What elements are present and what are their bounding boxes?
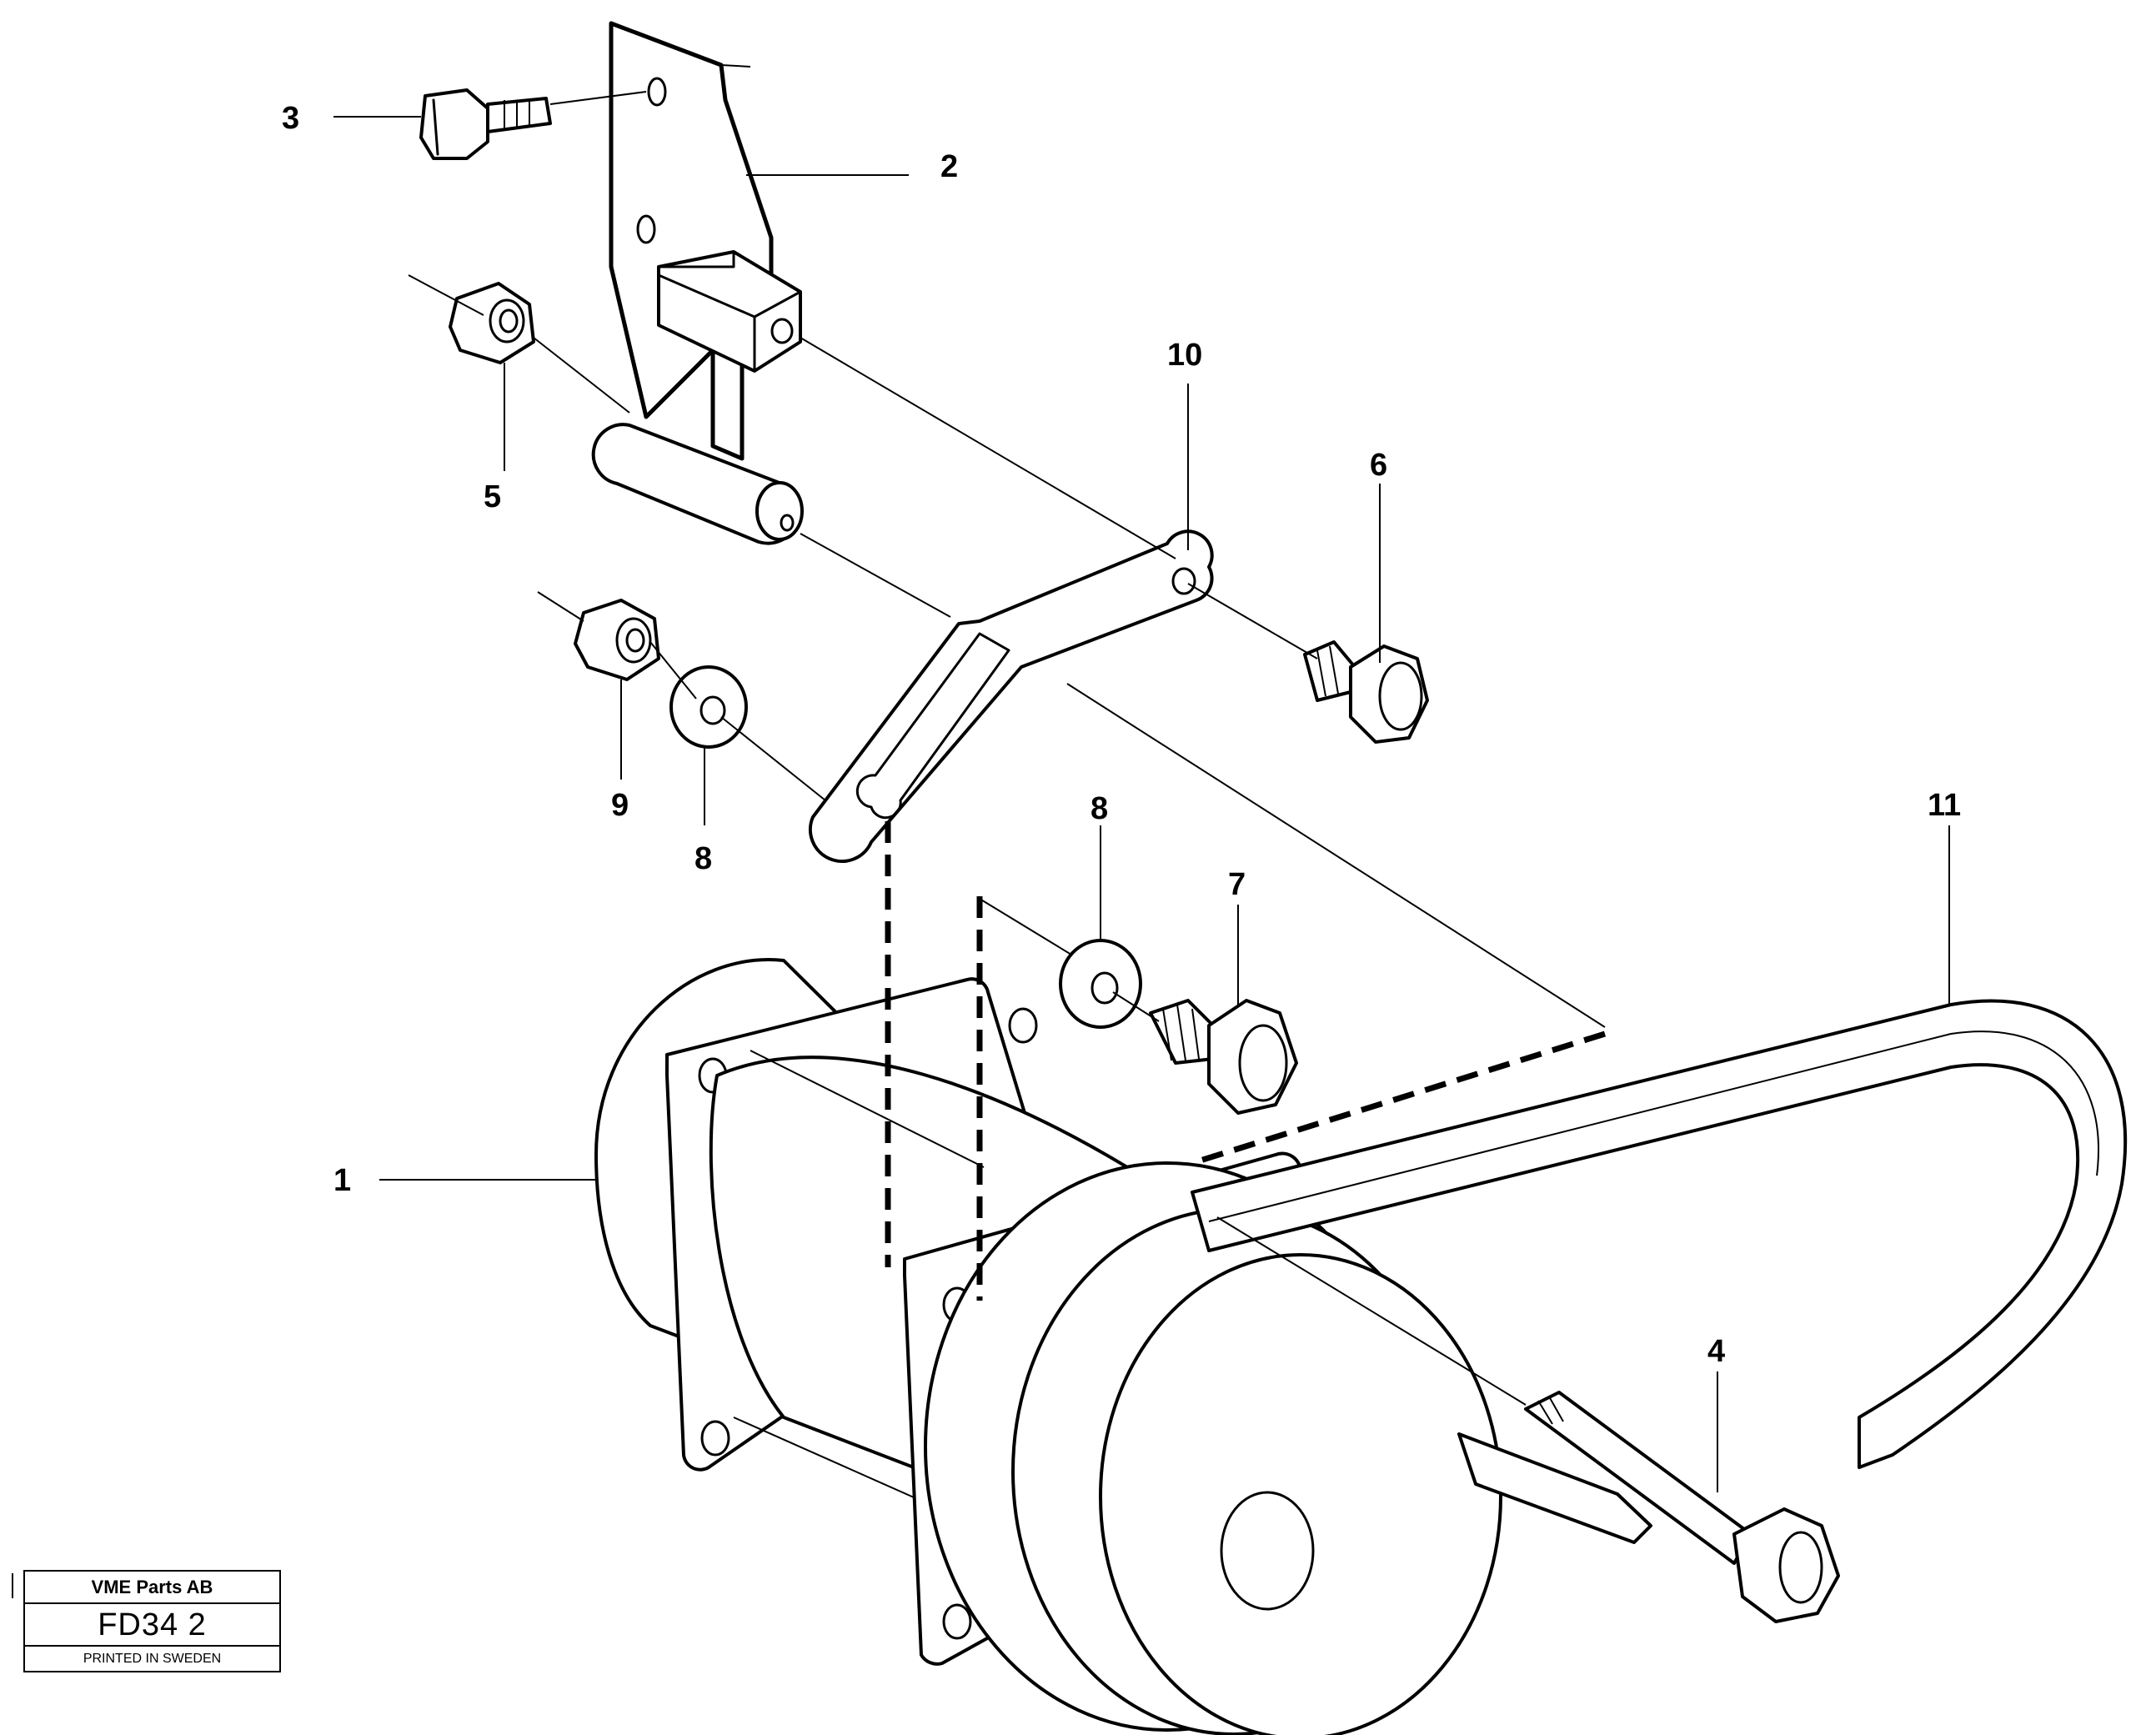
- washer-part-8-upper: [669, 665, 748, 749]
- label-part-6: 6: [1370, 448, 1387, 483]
- callout-leaders: [333, 116, 1950, 1492]
- washer-part-8-lower: [1059, 939, 1142, 1029]
- label-part-4: 4: [1707, 1334, 1725, 1369]
- compressor-part-1: [594, 958, 1652, 1735]
- label-part-10: 10: [1167, 338, 1202, 373]
- v-belt-part-11: [1191, 999, 2128, 1469]
- adjusting-bar-part-10: [808, 529, 1214, 864]
- drawing-code: FD34 2: [25, 1604, 279, 1647]
- title-block: VME Parts AB FD34 2 PRINTED IN SWEDEN: [23, 1570, 281, 1672]
- bolt-part-6: [1303, 640, 1429, 744]
- label-part-8-lower: 8: [1091, 791, 1108, 826]
- bolt-part-7: [1149, 999, 1298, 1115]
- label-part-5: 5: [484, 479, 501, 514]
- label-part-8-upper: 8: [694, 841, 712, 876]
- label-part-1: 1: [333, 1163, 351, 1198]
- label-part-11: 11: [1928, 788, 1961, 823]
- bracket-part-2: [591, 21, 804, 545]
- assembly-alignment-lines: [408, 91, 1607, 1406]
- bolt-part-4: [1524, 1391, 1840, 1623]
- label-part-9: 9: [611, 788, 629, 823]
- label-part-7: 7: [1228, 867, 1246, 902]
- bolt-part-3: [419, 88, 552, 160]
- label-part-3: 3: [282, 101, 299, 136]
- nut-part-5: [449, 282, 535, 364]
- nut-part-9: [574, 599, 660, 681]
- title-block-tick-mark: [12, 1573, 13, 1598]
- company-name: VME Parts AB: [25, 1572, 279, 1604]
- part-number-labels: 1 2 3 4 5 6 7 8 8 9 10 11: [282, 101, 1961, 1369]
- label-part-2: 2: [940, 149, 958, 184]
- printed-in-note: PRINTED IN SWEDEN: [83, 1652, 222, 1666]
